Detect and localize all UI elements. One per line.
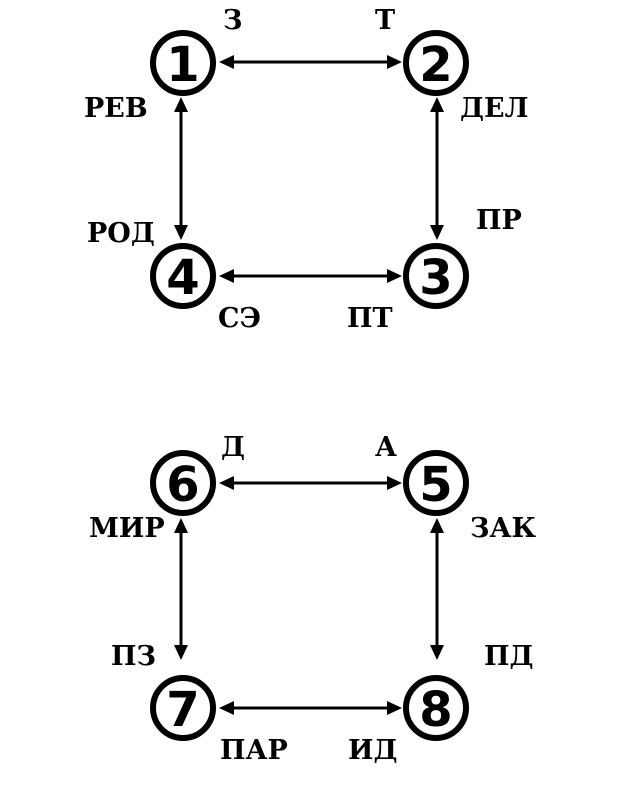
diagram-top: 1 2 3 4 З Т РЕВ ДЕЛ ПР РОД СЭ ПТ <box>84 5 528 334</box>
node-4: 4 <box>150 243 216 309</box>
arrowhead-up <box>430 97 444 112</box>
label-par: ПАР <box>220 735 288 766</box>
label-pd: ПД <box>484 641 534 672</box>
node-number: 1 <box>166 37 199 93</box>
edge-2-3 <box>430 97 444 240</box>
label-pz: ПЗ <box>111 641 156 672</box>
arrowhead-down <box>430 225 444 240</box>
arrowhead-up <box>174 518 188 533</box>
node-3: 3 <box>403 243 469 309</box>
node-1: 1 <box>150 30 216 96</box>
node-number: 3 <box>419 250 452 306</box>
edge-6-5 <box>219 476 402 490</box>
node-number: 4 <box>166 250 199 306</box>
edge-4-3 <box>219 269 402 283</box>
label-pt: ПТ <box>347 303 393 334</box>
edge-6-7 <box>174 518 188 660</box>
label-pr: ПР <box>476 205 522 236</box>
label-d: Д <box>221 432 245 463</box>
arrowhead-down <box>430 645 444 660</box>
arrowhead-down <box>174 225 188 240</box>
node-6: 6 <box>150 450 216 516</box>
node-2: 2 <box>403 30 469 96</box>
label-id: ИД <box>348 735 398 766</box>
node-number: 8 <box>419 682 452 738</box>
arrowhead-left <box>219 269 234 283</box>
node-7: 7 <box>150 675 216 741</box>
node-number: 7 <box>166 682 199 738</box>
label-z: З <box>223 5 242 36</box>
edges-top <box>174 55 444 283</box>
node-number: 6 <box>166 457 199 513</box>
node-number: 5 <box>419 457 452 513</box>
arrowhead-right <box>387 476 402 490</box>
arrowhead-left <box>219 55 234 69</box>
arrowhead-left <box>219 476 234 490</box>
label-rod: РОД <box>87 218 155 249</box>
arrowhead-down <box>174 645 188 660</box>
label-se: СЭ <box>218 303 261 334</box>
arrowhead-left <box>219 701 234 715</box>
label-rev: РЕВ <box>84 93 148 124</box>
arrowhead-up <box>174 97 188 112</box>
diagram-bottom: 6 5 7 8 Д А МИР ЗАК ПЗ ПД ПАР ИД <box>89 432 536 766</box>
edge-7-8 <box>219 701 402 715</box>
label-mir: МИР <box>89 513 165 544</box>
edge-5-8 <box>430 518 444 660</box>
label-del: ДЕЛ <box>460 93 528 124</box>
edge-1-2 <box>219 55 402 69</box>
arrowhead-right <box>387 701 402 715</box>
edges-bottom <box>174 476 444 715</box>
label-t: Т <box>375 5 395 36</box>
arrowhead-right <box>387 55 402 69</box>
node-5: 5 <box>403 450 469 516</box>
arrowhead-right <box>387 269 402 283</box>
label-a: А <box>375 432 397 463</box>
label-zak: ЗАК <box>470 513 536 544</box>
edge-1-4 <box>174 97 188 240</box>
node-number: 2 <box>419 37 452 93</box>
arrowhead-up <box>430 518 444 533</box>
node-8: 8 <box>403 675 469 741</box>
